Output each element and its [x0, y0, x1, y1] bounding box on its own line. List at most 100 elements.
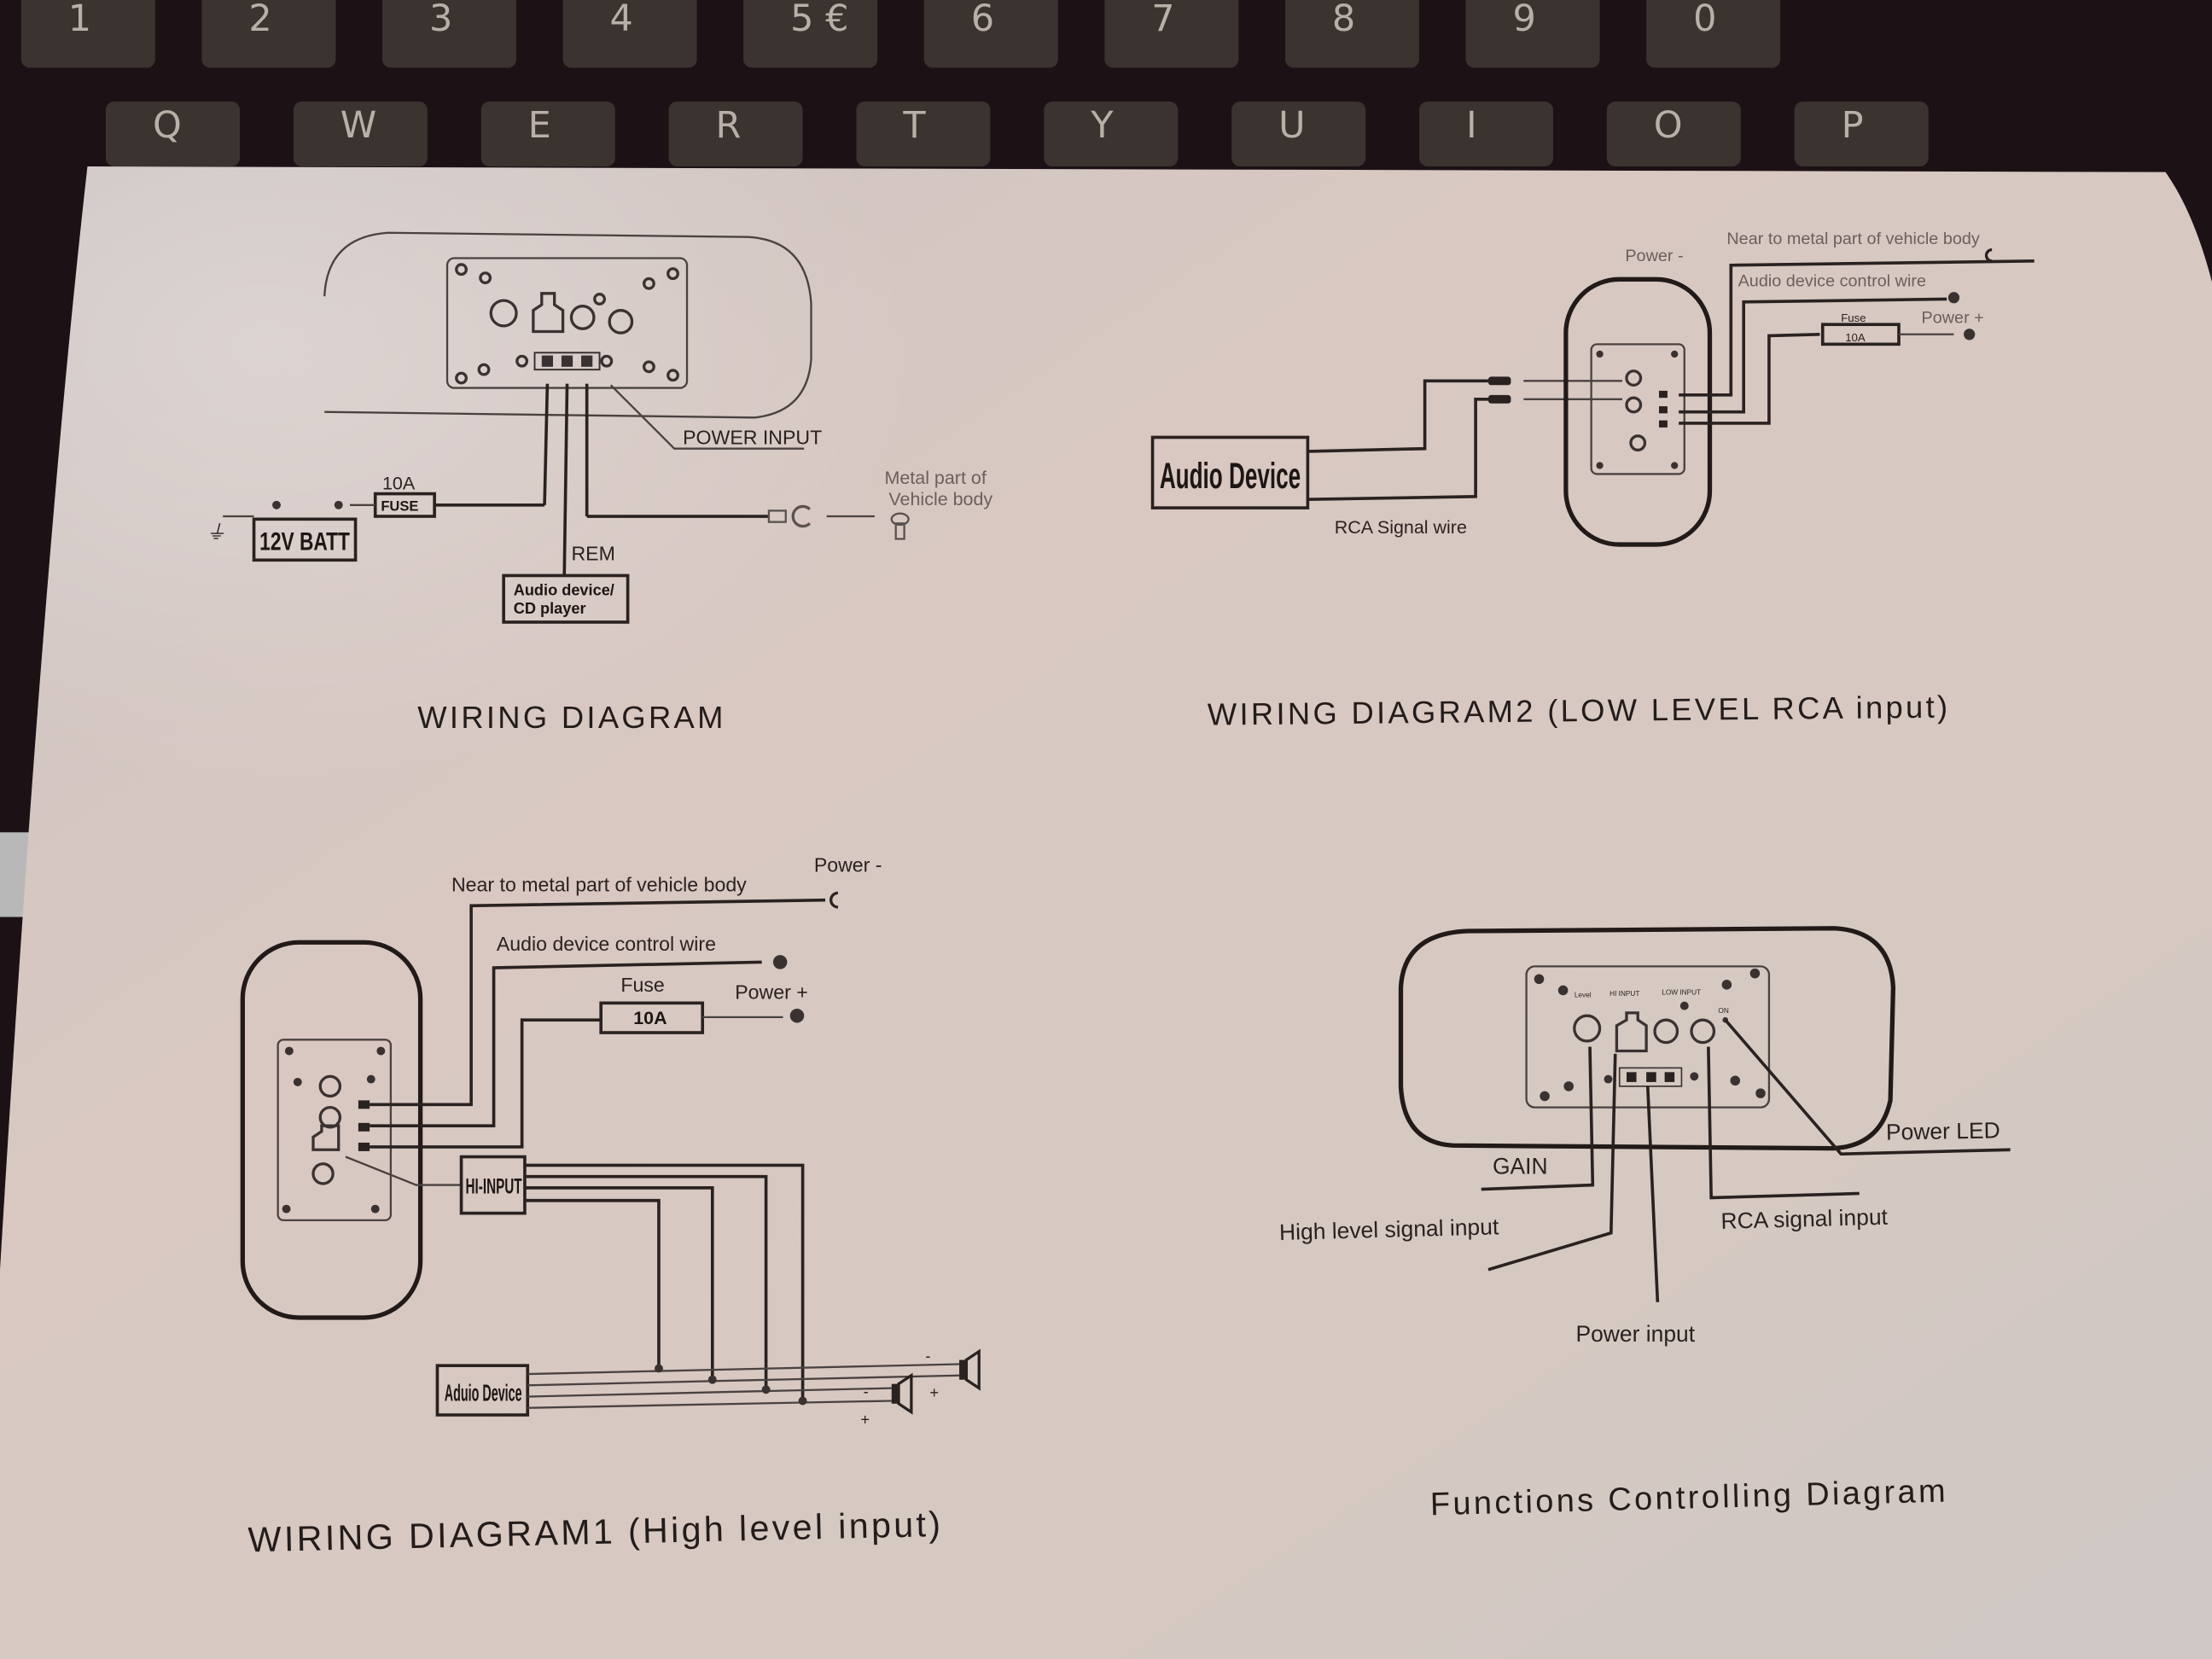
amplifier-panel [1590, 343, 1685, 475]
keyboard-key-label: U [1278, 104, 1305, 147]
amplifier-enclosure-outline [323, 231, 812, 419]
control-wire-label: Audio device control wire [1738, 272, 1926, 291]
battery-box [252, 517, 358, 562]
bolt-icon [890, 512, 910, 540]
hi-input-label: HI-INPUT [466, 1175, 522, 1198]
power-minus-wire [1679, 259, 2034, 397]
rca-plug-icon [1487, 394, 1511, 404]
keyboard-key-label: 5 € [790, 0, 848, 40]
fuse-rating-label: 10A [633, 1008, 667, 1028]
audio-device-label-2: CD player [514, 600, 586, 617]
audio-device-label: Aduio Device [445, 1379, 522, 1406]
power-input-label: POWER INPUT [683, 427, 822, 449]
gain-pointer [1481, 1046, 1595, 1191]
hi-input-box [459, 1155, 527, 1215]
on-label: ON [1718, 1007, 1728, 1015]
rca-input-label: RCA signal input [1720, 1204, 1889, 1234]
rca-input-pointer [1707, 1046, 1860, 1200]
audio-device-box [1150, 435, 1310, 509]
keyboard-key [743, 0, 878, 68]
keyboard-key-label: 4 [610, 0, 633, 40]
keyboard-key-label: I [1466, 104, 1477, 147]
keyboard-key [1418, 102, 1554, 167]
fuse-rating-label: 10A [1845, 331, 1866, 344]
diagram-title: WIRING DIAGRAM2 (LOW LEVEL RCA input) [1208, 690, 1951, 732]
power-minus-label: Power - [814, 854, 882, 876]
fuse-label: Fuse [1841, 311, 1866, 324]
keyboard-key [1606, 102, 1741, 167]
near-metal-label: Near to metal part of vehicle body [1726, 230, 1980, 248]
terminal-icon [1964, 329, 1976, 341]
gain-knob-icon [1573, 1014, 1602, 1043]
minus-sign: - [864, 1383, 869, 1400]
power-plus-wire [370, 1018, 602, 1149]
rem-wire [562, 383, 569, 576]
keyboard-key [562, 0, 697, 68]
speaker-icon [891, 1372, 913, 1415]
control-wire [370, 960, 762, 1127]
amplifier-enclosure-outline [240, 940, 423, 1320]
keyboard-key-label: E [528, 104, 551, 147]
diagram-title: WIRING DIAGRAM [417, 700, 725, 735]
audio-device-label-1: Audio device/ [514, 582, 614, 599]
plus-sign: + [860, 1412, 870, 1429]
keyboard-key [381, 0, 517, 68]
battery-label: 12V BATT [259, 528, 350, 556]
keyboard-key-label: P [1842, 104, 1864, 147]
keyboard-key-label: 2 [248, 0, 271, 40]
hi-input-connector-icon [1615, 1011, 1648, 1053]
keyboard-key [1646, 0, 1781, 68]
power-plus-label: Power + [1921, 309, 1983, 328]
minus-sign: - [925, 1348, 930, 1365]
terminal-icon [772, 955, 788, 969]
keyboard-key-label: 6 [971, 0, 994, 40]
power-plus-label: Power + [735, 981, 807, 1003]
rca-jack-icon [569, 305, 596, 330]
keyboard-key-label: 0 [1693, 0, 1716, 40]
wiring-diagram: POWER INPUT FUSE 10A 12V BATT ⏚ REM Audi… [206, 231, 992, 735]
audio-device-label: Audio Device [1160, 456, 1301, 497]
power-plus-wire [543, 383, 550, 505]
fuse-rating-label: 10A [382, 474, 416, 494]
keyboard-key [1231, 102, 1366, 167]
ring-terminal-icon [767, 504, 812, 528]
high-level-label: High level signal input [1279, 1214, 1500, 1245]
keyboard-key-label: 3 [429, 0, 452, 40]
terminal-icon [1947, 292, 1960, 304]
keyboard-key [293, 102, 428, 167]
power-input-label: Power input [1575, 1321, 1695, 1347]
rca-jack-icon [1690, 1018, 1716, 1045]
gain-label: GAIN [1493, 1153, 1548, 1179]
rca-plug-icon [1487, 376, 1511, 386]
power-led-label: Power LED [1886, 1117, 2000, 1144]
audio-device-box [435, 1364, 530, 1417]
keyboard-key [1044, 102, 1179, 167]
ground-symbol-icon: ⏚ [206, 521, 225, 543]
keyboard-key-label: Q [153, 104, 182, 147]
speaker-icon [959, 1348, 981, 1391]
power-input-pointer [1645, 1086, 1660, 1302]
keyboard-key-label: W [341, 104, 376, 147]
level-knob-icon [489, 299, 518, 328]
power-input-pointer [609, 384, 805, 450]
rca-wire-left [1307, 379, 1493, 453]
keyboard-key-label: 7 [1151, 0, 1174, 40]
amplifier-panel [276, 1039, 393, 1222]
keyboard-key [856, 102, 991, 167]
keyboard-key [201, 0, 336, 68]
keyboard-key-label: T [902, 104, 926, 147]
rca-wire-right [1307, 397, 1493, 502]
keyboard-key [668, 102, 803, 167]
metal-part-label-2: Vehicle body [888, 489, 992, 509]
keyboard-key-label: 1 [68, 0, 91, 40]
keyboard-key [20, 0, 155, 68]
rem-label: REM [571, 542, 614, 564]
keyboard-key-label: O [1654, 104, 1683, 147]
low-input-label: LOW INPUT [1662, 988, 1701, 996]
keyboard-key [480, 102, 615, 167]
ring-terminal-icon [1984, 247, 1993, 263]
audio-device-box [502, 573, 630, 624]
control-wire-label: Audio device control wire [497, 933, 716, 955]
keyboard-key [1104, 0, 1239, 68]
